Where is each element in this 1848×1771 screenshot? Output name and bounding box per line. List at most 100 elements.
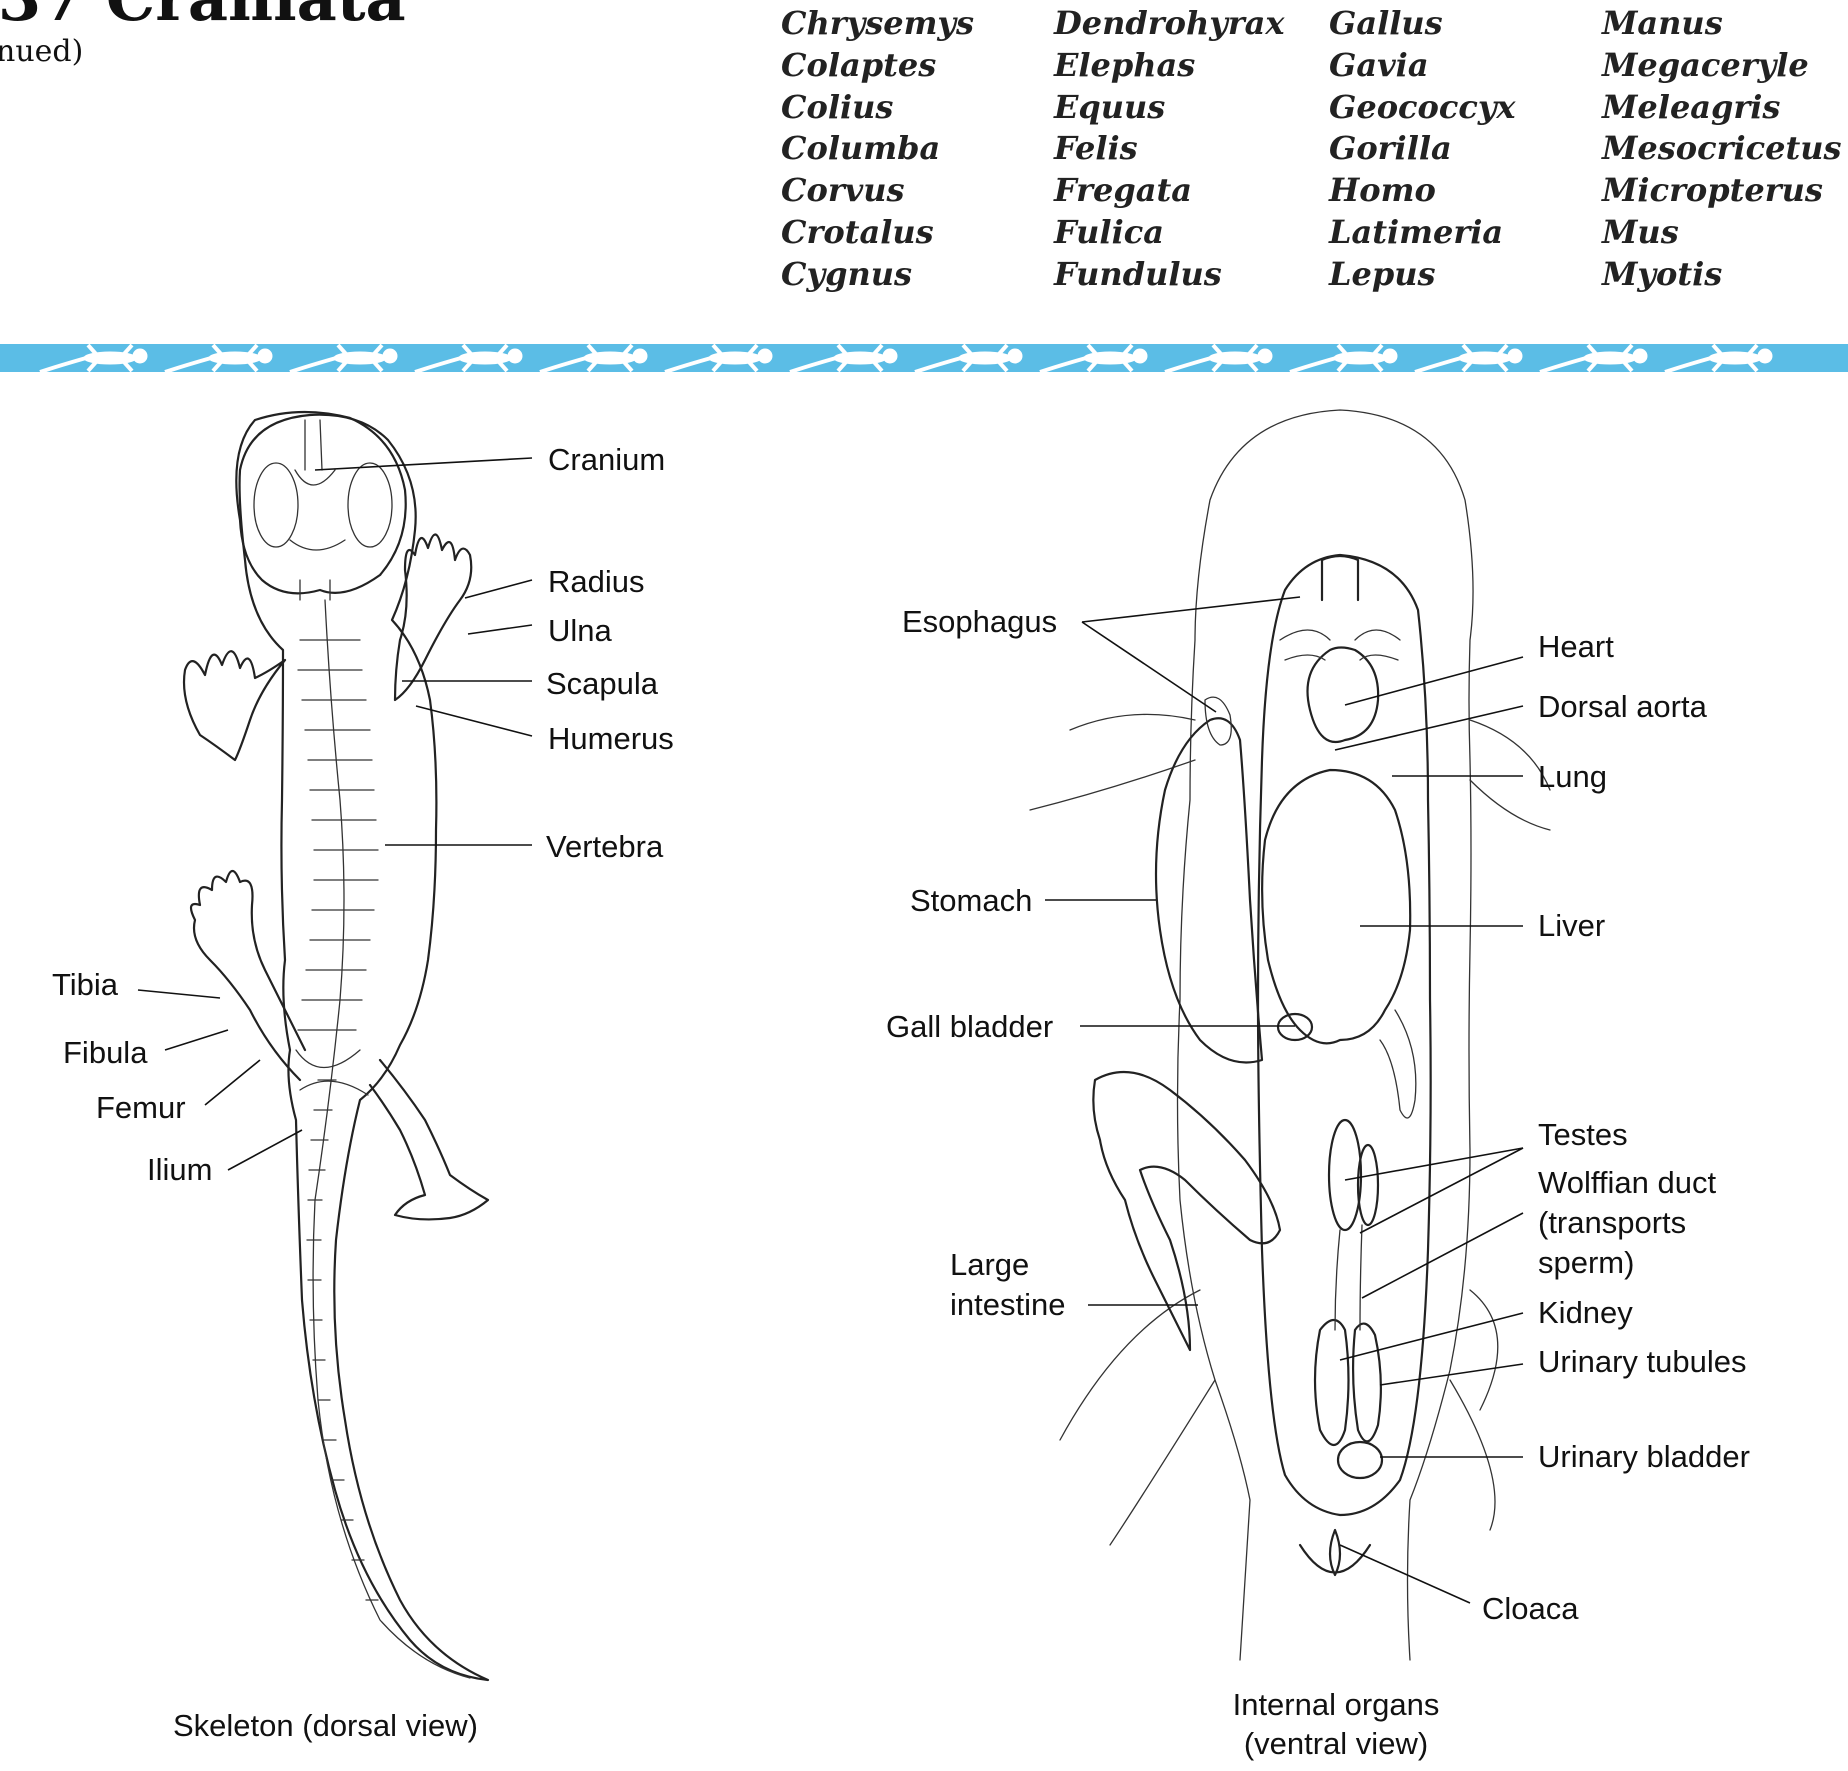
kidneys — [1313, 1318, 1382, 1447]
organs-illustration — [1029, 409, 1551, 1661]
cloaca — [1298, 1528, 1372, 1577]
label-ilium: Ilium — [147, 1152, 212, 1187]
organ-labels: Esophagus Heart Dorsal aorta Lung Stomac… — [886, 604, 1750, 1761]
label-cloaca: Cloaca — [1482, 1591, 1579, 1626]
genus-name: Lepus — [1329, 254, 1436, 293]
genus-column-2: Dendrohyrax Elephas Equus Felis Fregata … — [1054, 3, 1284, 296]
genus-name: Micropterus — [1602, 171, 1823, 210]
left-front-leg — [182, 650, 287, 762]
gall-bladder — [1276, 1012, 1314, 1042]
genus-name: Myotis — [1602, 254, 1723, 293]
heart — [1306, 646, 1380, 743]
genus-name: Mus — [1602, 212, 1679, 251]
organs-hindlimb-left — [1059, 1289, 1216, 1546]
vertebral-column — [312, 599, 471, 1679]
label-liver: Liver — [1538, 908, 1605, 943]
genus-name: Fregata — [1054, 171, 1192, 210]
organs-caption-line1: Internal organs — [1233, 1687, 1440, 1722]
orbit-right — [347, 462, 393, 548]
skeleton-body-outline — [238, 413, 490, 1682]
label-urinary-tubules: Urinary tubules — [1538, 1344, 1746, 1379]
genus-name: Gallus — [1329, 4, 1443, 42]
organs-body-outline — [1176, 409, 1474, 1661]
genus-column-4: Manus Megaceryle Meleagris Mesocricetus … — [1602, 3, 1842, 296]
salamander-anatomy-diagram: Cranium Radius Ulna Scapula Humerus Vert… — [52, 409, 1750, 1761]
organs-forelimb-left — [1029, 713, 1196, 811]
genus-column-3: Gallus Gavia Geococcyx Gorilla Homo Lati… — [1329, 3, 1516, 296]
label-tibia: Tibia — [52, 967, 119, 1002]
testis-right — [1356, 1143, 1380, 1227]
label-kidney: Kidney — [1538, 1295, 1633, 1330]
genus-name: Felis — [1054, 129, 1138, 168]
large-intestine — [1092, 1070, 1282, 1352]
label-wolffian-duct-2: (transports — [1538, 1205, 1686, 1240]
genus-name: Geococcyx — [1329, 87, 1516, 126]
genus-name: Chrysemys — [781, 4, 975, 42]
body-cavity — [1256, 553, 1432, 1517]
esophagus-opening — [1204, 696, 1232, 746]
genus-name: Corvus — [781, 171, 905, 210]
genus-name: Gavia — [1329, 45, 1429, 84]
label-cranium: Cranium — [548, 442, 665, 477]
organs-hindlimb-right — [1449, 1289, 1499, 1531]
label-scapula: Scapula — [546, 666, 659, 701]
right-back-leg — [368, 1058, 490, 1221]
organ-leaders — [1045, 596, 1524, 1604]
label-testes: Testes — [1538, 1117, 1628, 1152]
urinary-bladder — [1336, 1440, 1384, 1480]
pelvic-girdle — [295, 1049, 369, 1096]
genus-name: Mesocricetus — [1602, 129, 1842, 168]
label-femur: Femur — [96, 1090, 186, 1125]
label-large-intestine-2: intestine — [950, 1287, 1065, 1322]
decorative-gecko-band — [0, 344, 1848, 372]
page-subtitle: nued) — [0, 34, 84, 69]
label-urinary-bladder: Urinary bladder — [1538, 1439, 1750, 1474]
label-gall-bladder: Gall bladder — [886, 1009, 1053, 1044]
cranium-bones — [289, 419, 346, 601]
left-back-leg — [189, 869, 307, 1082]
label-lung: Lung — [1538, 759, 1607, 794]
stomach — [1154, 717, 1264, 1064]
genus-name: Colaptes — [781, 45, 937, 84]
label-stomach: Stomach — [910, 883, 1032, 918]
genus-name: Homo — [1329, 171, 1436, 210]
genus-name: Latimeria — [1329, 212, 1504, 251]
genus-name: Gorilla — [1329, 129, 1452, 168]
skeleton-caption: Skeleton (dorsal view) — [173, 1708, 478, 1743]
page-title: 37 Craniata — [0, 0, 406, 35]
label-heart: Heart — [1538, 629, 1614, 664]
esophagus-tube — [1320, 554, 1360, 602]
label-dorsal-aorta: Dorsal aorta — [1538, 689, 1708, 724]
genus-column-1: Chrysemys Colaptes Colius Columba Corvus… — [781, 3, 974, 296]
label-humerus: Humerus — [548, 721, 674, 756]
label-esophagus: Esophagus — [902, 604, 1057, 639]
skull — [235, 410, 407, 595]
skeleton-leaders — [137, 457, 533, 1171]
right-front-leg — [393, 533, 473, 702]
genus-name: Fundulus — [1054, 254, 1222, 293]
genus-name: Dendrohyrax — [1054, 4, 1285, 42]
genus-name: Megaceryle — [1602, 45, 1809, 84]
genus-name: Meleagris — [1602, 87, 1781, 126]
genus-name: Cygnus — [781, 254, 912, 293]
wolffian-duct — [1334, 1224, 1363, 1331]
genus-name: Equus — [1054, 87, 1166, 126]
skeleton-illustration — [182, 410, 490, 1682]
orbit-left — [253, 462, 299, 548]
liver-lobe — [1379, 1009, 1417, 1119]
label-vertebra: Vertebra — [546, 829, 664, 864]
genus-name: Crotalus — [781, 212, 934, 251]
genus-name: Elephas — [1054, 45, 1196, 84]
label-ulna: Ulna — [548, 613, 613, 648]
genus-name: Manus — [1602, 4, 1723, 42]
liver — [1261, 768, 1412, 1045]
genus-name: Fulica — [1054, 212, 1164, 251]
label-large-intestine-1: Large — [950, 1247, 1029, 1282]
genus-name: Columba — [781, 129, 941, 168]
label-radius: Radius — [548, 564, 645, 599]
label-fibula: Fibula — [63, 1035, 148, 1070]
testis-left — [1327, 1118, 1363, 1232]
vertebrae-ribs — [297, 639, 379, 1601]
organs-caption-line2: (ventral view) — [1244, 1726, 1428, 1761]
label-wolffian-duct-1: Wolffian duct — [1538, 1165, 1716, 1200]
